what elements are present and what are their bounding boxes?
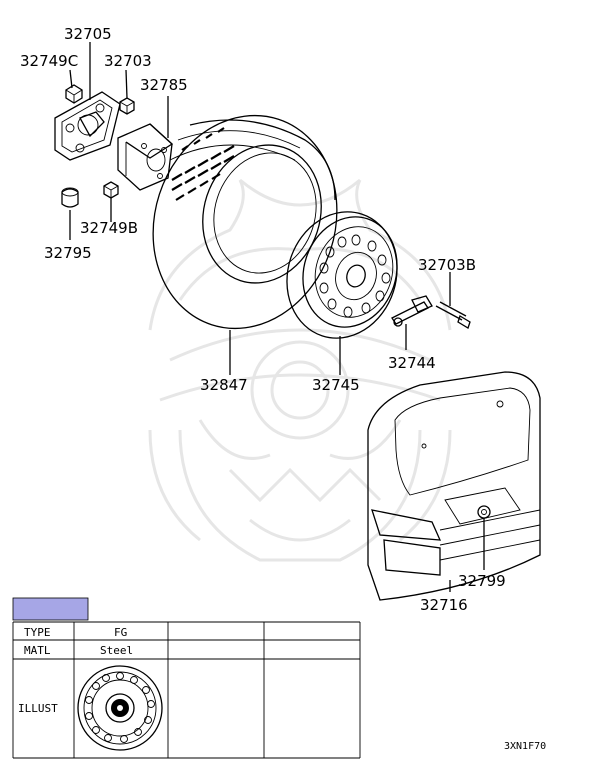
carrier-bracket <box>54 91 121 161</box>
tire <box>152 114 338 330</box>
part-label[interactable]: 32749B <box>80 219 138 237</box>
grommet-32799 <box>477 505 491 519</box>
part-label[interactable]: 32749C <box>20 52 78 70</box>
part-labels: 32705 32749C 32703 32785 32749B 32795 32… <box>20 25 506 614</box>
spare-tire-cover <box>367 371 541 601</box>
diagram-code: 3XN1F70 <box>504 741 546 752</box>
part-label[interactable]: 32716 <box>420 596 468 614</box>
wheel-holes <box>319 234 391 318</box>
part-label[interactable]: 32795 <box>44 244 92 262</box>
hold-down-32744 <box>391 295 433 327</box>
bolt-32703b <box>435 301 471 329</box>
part-label[interactable]: 32745 <box>312 376 360 394</box>
cell-matl-value: Steel <box>100 644 133 657</box>
part-label[interactable]: 32847 <box>200 376 248 394</box>
part-label[interactable]: 32799 <box>458 572 506 590</box>
part-label[interactable]: 32744 <box>388 354 436 372</box>
steel-wheel <box>286 211 398 339</box>
part-label[interactable]: 32785 <box>140 76 188 94</box>
tire-tread <box>171 127 235 201</box>
part-label[interactable]: 32703B <box>418 256 476 274</box>
row-label-matl: MATL <box>24 644 51 657</box>
legend-swatch <box>12 597 89 621</box>
leader-lines <box>69 42 485 592</box>
row-label-illust: ILLUST <box>18 702 58 715</box>
spec-table: TYPE MATL ILLUST FG Steel <box>12 597 361 759</box>
bolt-32703 <box>119 97 135 115</box>
cell-type-value: FG <box>114 626 127 639</box>
part-label[interactable]: 32703 <box>104 52 152 70</box>
row-label-type: TYPE <box>24 626 51 639</box>
nut-32749c <box>65 84 83 104</box>
wheel-illustration-icon <box>77 665 163 751</box>
part-label[interactable]: 32705 <box>64 25 112 43</box>
cap-32795 <box>61 187 79 208</box>
nut-32749b <box>103 181 119 199</box>
spacer-32785 <box>117 123 174 191</box>
